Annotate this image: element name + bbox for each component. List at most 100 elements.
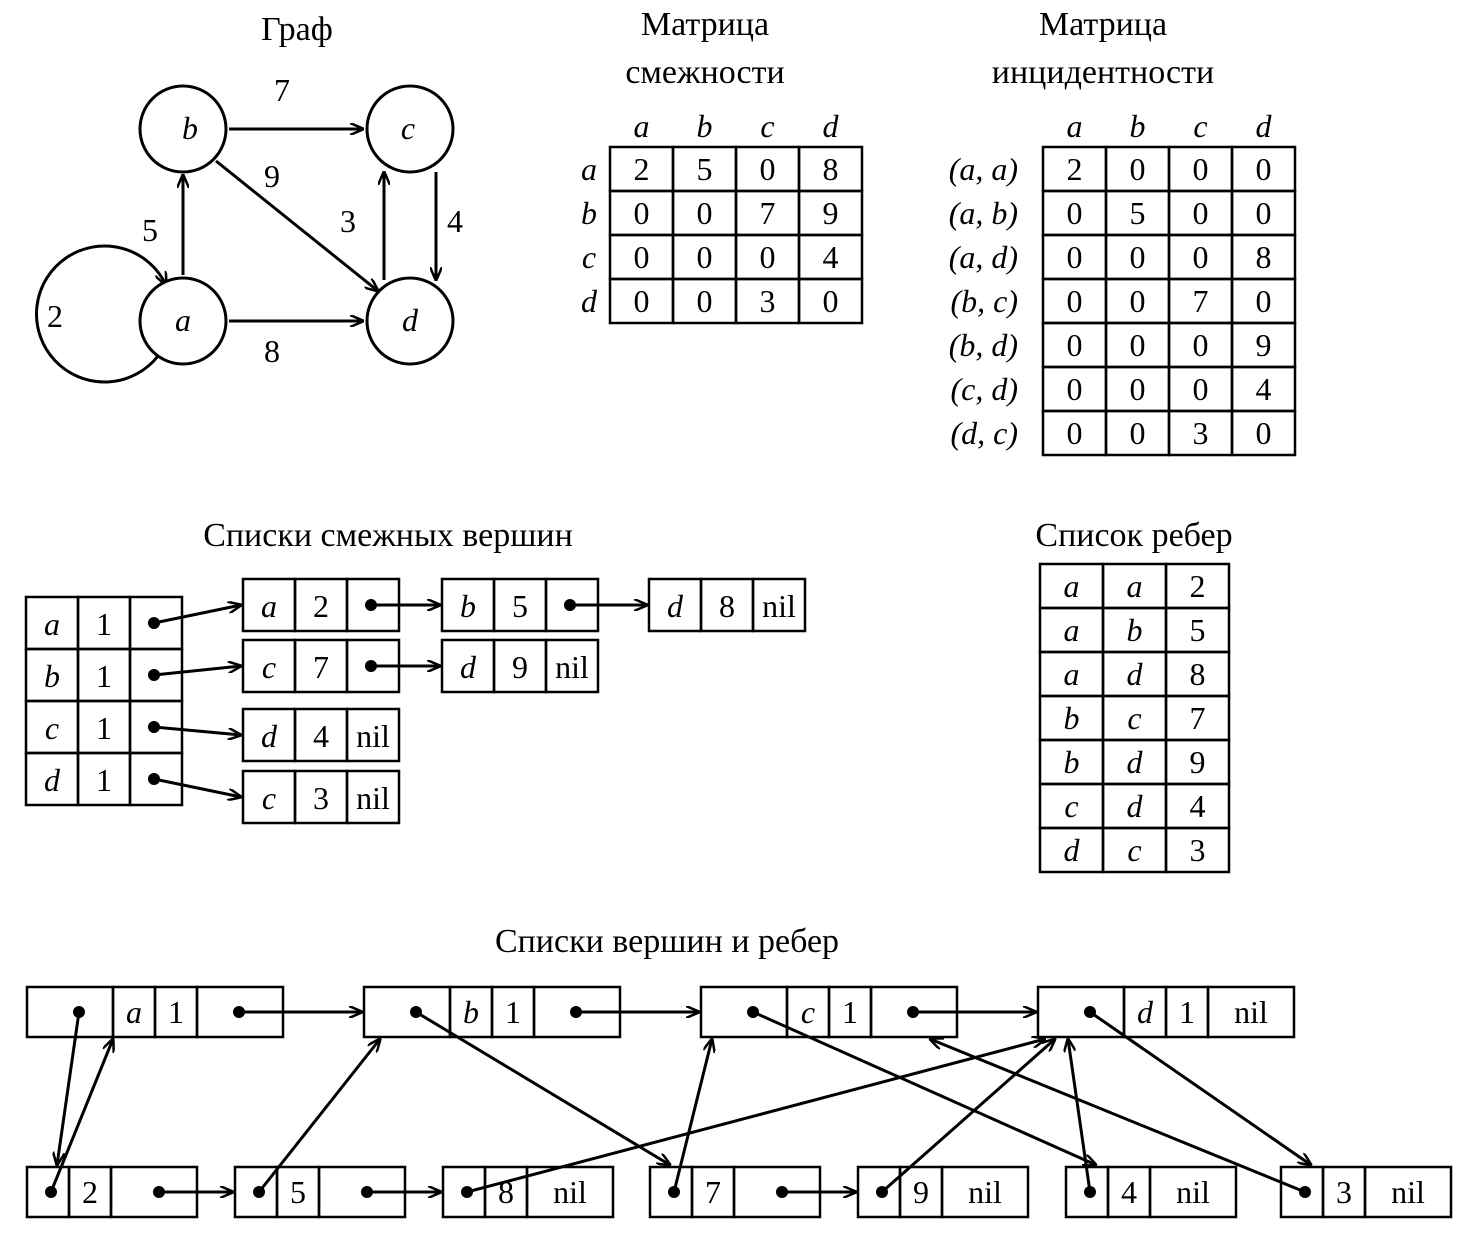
adj-head-vertex: d [44,762,61,798]
adj-row-header: a [581,151,597,187]
edge-list-value: a [1064,656,1080,692]
weight-a-a: 2 [47,298,63,334]
ve-edge-target-arrow [257,1039,380,1193]
adj-node-vertex: c [262,780,276,816]
ve-edge-weight: 2 [82,1174,98,1210]
inc-col-header: a [1067,108,1083,144]
ve-edge-next-cell [940,1165,1030,1219]
inc-cell-value: 9 [1256,327,1272,363]
inc-cell-value: 0 [1130,239,1146,275]
adj-head-arrow [153,777,241,797]
adj-node-vertex: b [460,588,476,624]
inc-cell-value: 0 [1130,151,1146,187]
weight-b-c: 7 [274,72,290,108]
adj-cell-value: 3 [760,283,776,319]
ve-vertex-count: 1 [842,994,858,1030]
edge-list-value: 9 [1190,744,1206,780]
ve-edge-target-arrow [466,1039,1045,1194]
ve-edge-target-arrow [672,1039,712,1193]
ve-edge-weight: 7 [705,1174,721,1210]
edge-list-value: a [1064,568,1080,604]
ve-vertex-count: 1 [505,994,521,1030]
weight-a-b: 5 [142,212,158,248]
ve-vertex-first-edge-arrow [415,1010,670,1165]
vertex-c [365,84,455,174]
edge-list-value: 4 [1190,788,1206,824]
graph-title: Граф [261,11,333,48]
ve-edge-target-arrow [930,1039,1306,1194]
edge-b-d [215,159,378,291]
edge-list-cell [1164,826,1231,874]
ve-edge-nil: nil [553,1174,587,1210]
adj-node-vertex: c [262,649,276,685]
adj-node-vertex: d [460,649,477,685]
ve-edge-next-cell [1148,1165,1238,1219]
inc-cell-value: 0 [1256,415,1272,451]
inc-cell-value: 0 [1067,371,1083,407]
adj-cell-value: 0 [697,239,713,275]
inc-cell-value: 0 [1193,327,1209,363]
inc-cell-value: 0 [1067,327,1083,363]
adj-node-weight: 7 [313,649,329,685]
ve-edge-next-cell [1363,1165,1453,1219]
adj-cell-value: 0 [634,195,650,231]
inc-cell-value: 4 [1256,371,1272,407]
adj-node-nil: nil [762,588,796,624]
adj-cell-value: 0 [823,283,839,319]
adj-col-header: d [823,108,840,144]
edge-list-value: 5 [1190,612,1206,648]
inc-cell-value: 0 [1193,195,1209,231]
adj-col-header: b [697,108,713,144]
inc-cell-value: 8 [1256,239,1272,275]
adjacency-matrix-title-line1: Матрица [641,6,769,43]
inc-col-header: c [1193,108,1207,144]
ve-vertex-first-edge-arrow [752,1010,1096,1165]
ve-vertex-name: b [463,994,479,1030]
adj-cell-value: 7 [760,195,776,231]
weight-c-d: 4 [447,203,463,239]
inc-cell-value: 0 [1256,195,1272,231]
adj-row-header: d [581,283,598,319]
ve-edge-nil: nil [968,1174,1002,1210]
weight-a-d: 8 [264,333,280,369]
adj-head-count: 1 [96,710,112,746]
adj-head-pointer-cell [128,751,184,807]
adj-cell [797,277,864,325]
adj-node-vertex: a [261,588,277,624]
adj-cell-value: 2 [634,151,650,187]
adj-head-count: 1 [96,606,112,642]
adj-head-count: 1 [96,762,112,798]
inc-row-header: (b, d) [949,327,1018,363]
edge-list-value: c [1064,788,1078,824]
vertex-d [365,276,455,366]
inc-cell-value: 0 [1256,151,1272,187]
adj-node-weight: 5 [512,588,528,624]
inc-cell-value: 0 [1067,415,1083,451]
adj-col-header: c [760,108,774,144]
inc-cell-value: 0 [1067,195,1083,231]
ve-vertex-edge-pointer-cell [1036,985,1126,1039]
inc-row-header: (c, d) [950,371,1018,407]
vertex-a [138,276,228,366]
adj-node-weight: 4 [313,718,329,754]
weight-d-c: 3 [340,203,356,239]
adj-head-count: 1 [96,658,112,694]
weight-b-d: 9 [264,158,280,194]
edge-list-value: a [1127,568,1143,604]
inc-cell-value: 0 [1067,239,1083,275]
edge-list-value: d [1127,744,1144,780]
ve-vertex-edge-pointer-cell [25,985,115,1039]
ve-edge-target-arrow [881,1039,1055,1194]
adj-node-weight: 3 [313,780,329,816]
adj-cell-value: 0 [634,283,650,319]
adj-node-next-cell [751,577,807,633]
inc-cell-value: 0 [1130,371,1146,407]
graph-section: Граф a b c d 2 5 8 7 [35,11,463,384]
inc-cell [1230,409,1297,457]
inc-cell-value: 5 [1130,195,1146,231]
adjacency-matrix-title-line2: смежности [625,54,784,91]
inc-cell-value: 2 [1067,151,1083,187]
